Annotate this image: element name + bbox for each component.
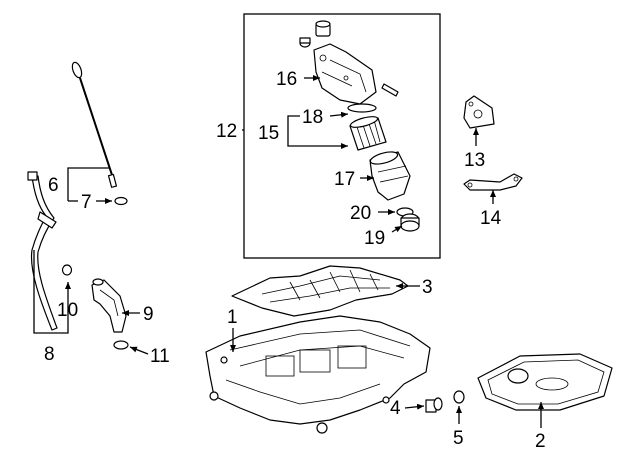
baffle-plate[interactable]	[231, 265, 409, 317]
oil-pan-upper[interactable]	[205, 315, 431, 434]
callout-18: 18	[302, 107, 323, 128]
callout-7: 7	[81, 192, 92, 213]
callout-10: 10	[57, 300, 78, 321]
dipstick[interactable]	[71, 61, 118, 188]
housing-stud[interactable]	[381, 83, 399, 97]
callout-1: 1	[227, 307, 238, 328]
callout-9: 9	[143, 304, 154, 325]
callout-2: 2	[535, 431, 546, 452]
callout-11: 11	[150, 346, 170, 367]
filter-cap-plug[interactable]	[315, 20, 331, 37]
drain-plug[interactable]	[425, 397, 443, 413]
callout-16: 16	[276, 69, 297, 90]
tube-seal[interactable]	[61, 264, 73, 276]
dipstick-tube[interactable]	[27, 171, 58, 331]
oil-filter-element[interactable]	[349, 115, 387, 151]
oil-filter-cap[interactable]	[369, 150, 411, 201]
callout-19: 19	[364, 228, 385, 249]
callout-8: 8	[44, 344, 55, 365]
callout-6: 6	[48, 175, 59, 196]
callout-14: 14	[480, 208, 502, 229]
oil-strainer[interactable]	[91, 278, 127, 333]
callout-20: 20	[350, 203, 371, 224]
callout-4: 4	[390, 398, 401, 419]
drain-plug-gasket[interactable]	[453, 390, 465, 404]
strainer-gasket[interactable]	[113, 340, 129, 350]
filter-cap-small[interactable]	[299, 37, 311, 48]
dipstick-o-ring[interactable]	[114, 196, 128, 206]
housing-o-ring[interactable]	[347, 103, 377, 113]
oil-filter-detail-box	[243, 13, 441, 259]
callout-5: 5	[453, 428, 464, 449]
oil-pan-lower[interactable]	[477, 353, 613, 411]
callout-3: 3	[422, 277, 433, 298]
bracket-14[interactable]	[463, 173, 523, 191]
callout-15: 15	[258, 123, 279, 144]
oil-filter-housing[interactable]	[313, 43, 377, 105]
callout-12: 12	[216, 121, 237, 142]
bracket-13[interactable]	[463, 95, 495, 129]
callout-17: 17	[334, 169, 355, 190]
callout-13: 13	[464, 150, 485, 171]
filter-drain-plug[interactable]	[400, 213, 420, 232]
